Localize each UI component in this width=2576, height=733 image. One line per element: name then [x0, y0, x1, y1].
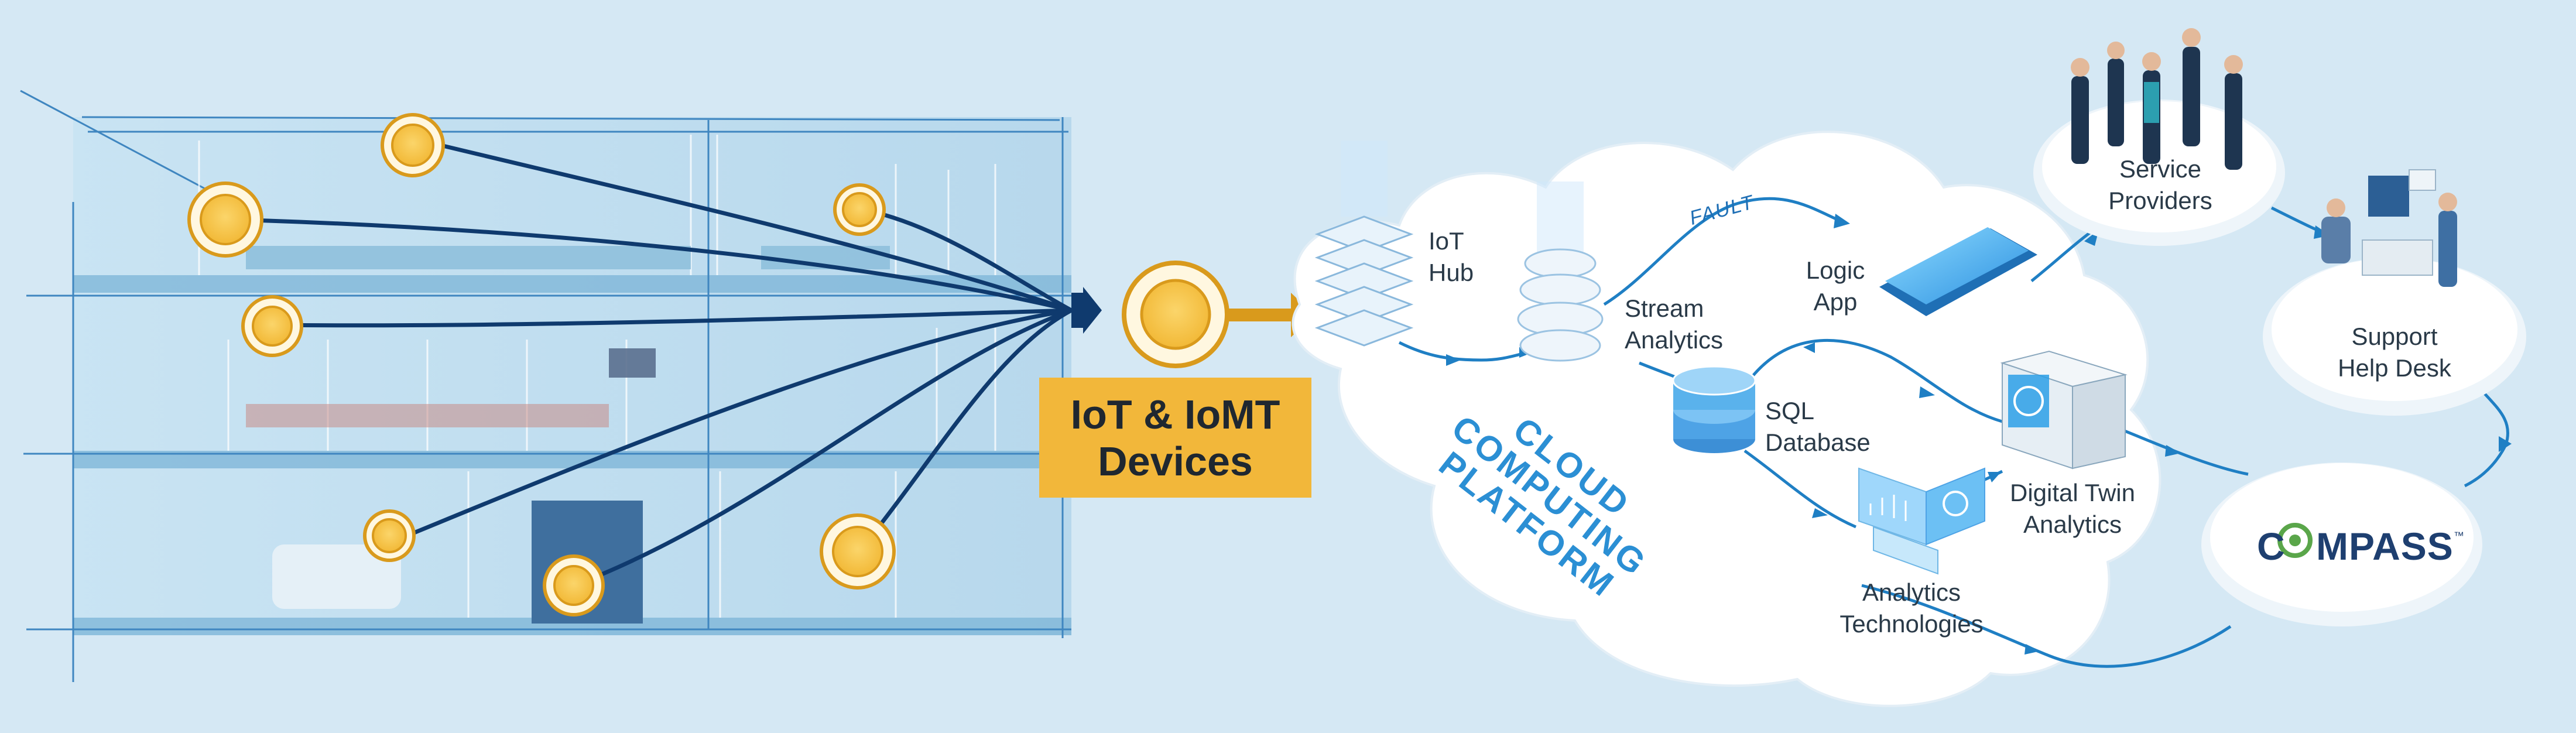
compass-logo-mark: [2277, 523, 2313, 558]
devices-label-box: IoT & IoMT Devices: [1039, 378, 1311, 498]
aggregate-device: [1122, 261, 1229, 368]
people-group-icon: [2071, 28, 2243, 170]
devices-label-line1: IoT & IoMT: [1070, 391, 1280, 437]
sql-database-icon: [1672, 365, 1756, 453]
help-desk-workers-icon: [2321, 169, 2457, 287]
analytics-technologies-label: Analytics Technologies: [1830, 577, 1993, 640]
logic-app-label: Logic App: [1794, 255, 1876, 318]
analytics-technologies-label-line1: Analytics: [1862, 578, 1961, 606]
service-providers-label-line2: Providers: [2108, 187, 2212, 214]
compass-logo-c: C: [2257, 525, 2286, 568]
stream-analytics-label-line1: Stream: [1625, 294, 1704, 322]
sensor-icon: [241, 295, 303, 357]
sensor-icon: [187, 181, 263, 258]
logic-app-label-line2: App: [1813, 288, 1858, 316]
building-illustration: [20, 90, 1071, 682]
sensor-icon: [543, 554, 605, 616]
device-sensors: [187, 113, 896, 616]
stream-analytics-label-line2: Analytics: [1625, 326, 1724, 354]
sql-database-label-line1: SQL: [1765, 397, 1815, 424]
support-help-desk-disc: [2263, 258, 2526, 416]
service-providers-label: Service Providers: [2096, 153, 2225, 217]
iot-hub-label-line1: IoT: [1429, 227, 1464, 255]
sensor-icon: [820, 513, 896, 590]
support-help-desk-label: Support Help Desk: [2318, 321, 2471, 384]
sql-database-label: SQL Database: [1765, 395, 1871, 458]
sensor-icon: [833, 183, 886, 236]
analytics-technologies-label-line2: Technologies: [1839, 610, 1984, 638]
service-providers-label-line1: Service: [2119, 155, 2202, 183]
compass-logo-rest: MPASS: [2316, 525, 2454, 568]
support-help-desk-label-line1: Support: [2351, 323, 2438, 350]
compass-disc: [2201, 463, 2482, 626]
logic-app-tablet-icon: [1879, 227, 2037, 316]
stream-analytics-icon: [1517, 181, 1604, 362]
support-help-desk-label-line2: Help Desk: [2338, 354, 2451, 382]
devices-label-line2: Devices: [1098, 438, 1253, 484]
compass-logo: COMPASS™: [2257, 524, 2465, 568]
stream-analytics-label: Stream Analytics: [1625, 293, 1723, 356]
compass-logo-tm: ™: [2453, 530, 2465, 542]
digital-twin-label-line2: Analytics: [2023, 511, 2122, 538]
sensor-icon: [363, 509, 416, 562]
digital-twin-icon: [2000, 350, 2128, 470]
logic-app-label-line1: Logic: [1806, 256, 1865, 284]
sensor-icon: [381, 113, 445, 177]
sensor-signal-arrows: [229, 141, 1102, 588]
digital-twin-label-line1: Digital Twin: [2010, 479, 2135, 506]
iot-hub-icon: [1314, 141, 1414, 347]
iot-hub-label-line2: Hub: [1429, 259, 1474, 286]
service-providers-disc: [2033, 100, 2285, 246]
iot-hub-label: IoT Hub: [1429, 225, 1474, 289]
digital-twin-label: Digital Twin Analytics: [2008, 477, 2137, 540]
analytics-technologies-icon: [1858, 467, 1985, 575]
sql-database-label-line2: Database: [1765, 429, 1871, 456]
